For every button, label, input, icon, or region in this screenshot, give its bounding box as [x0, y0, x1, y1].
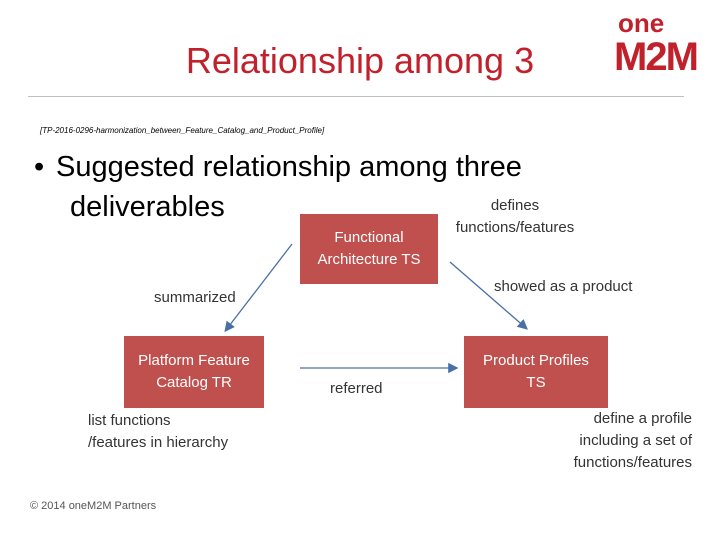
product-profiles-box: Product Profiles TS — [464, 336, 608, 408]
platform-feature-catalog-box: Platform Feature Catalog TR — [124, 336, 264, 408]
slide-title: Relationship among 3 — [185, 40, 535, 81]
svg-text:M2M: M2M — [614, 35, 697, 78]
arrow-fa-to-profiles — [449, 261, 528, 330]
product-profiles-label: Product Profiles TS — [483, 352, 589, 391]
bullet-dot-icon: • — [34, 151, 45, 183]
reference-text: [TP-2016-0296-harmonization_between_Feat… — [40, 126, 325, 135]
svg-text:one: one — [618, 8, 664, 38]
platform-feature-catalog-label: Platform Feature Catalog TR — [138, 352, 250, 391]
referred-label: referred — [330, 380, 383, 397]
bullet-text-line1: Suggested relationship among three — [56, 151, 522, 183]
define-profile-label: define a profile including a set of func… — [573, 410, 692, 471]
title-divider — [28, 96, 684, 97]
arrow-fa-to-catalog — [224, 243, 293, 333]
defines-label: defines functions/features — [455, 197, 575, 236]
bullet-text-line2: deliverables — [70, 191, 225, 223]
onem2m-logo: one M2M — [612, 6, 710, 79]
showed-label: showed as a product — [494, 278, 633, 295]
list-functions-label: list functions /features in hierarchy — [88, 412, 229, 451]
functional-architecture-label: Functional Architecture TS — [317, 229, 421, 268]
functional-architecture-box: Functional Architecture TS — [300, 214, 438, 284]
copyright-text: © 2014 oneM2M Partners — [30, 500, 157, 512]
summarized-label: summarized — [154, 289, 236, 306]
